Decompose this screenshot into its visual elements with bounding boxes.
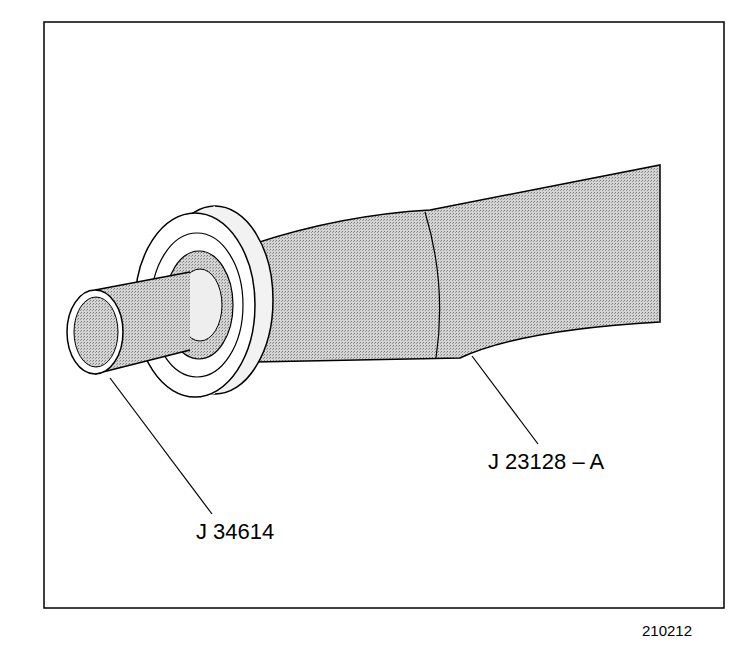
installer-bore [74, 297, 118, 367]
handle [250, 165, 660, 362]
handle-band [425, 212, 440, 358]
installer-end [67, 290, 123, 374]
leader-line [110, 378, 212, 514]
tool-number: J 23128 – A [488, 450, 604, 474]
figure-number: 210212 [642, 623, 692, 640]
frame [44, 22, 724, 608]
leader-line [472, 356, 538, 444]
tool-number: J 34614 [196, 520, 274, 544]
